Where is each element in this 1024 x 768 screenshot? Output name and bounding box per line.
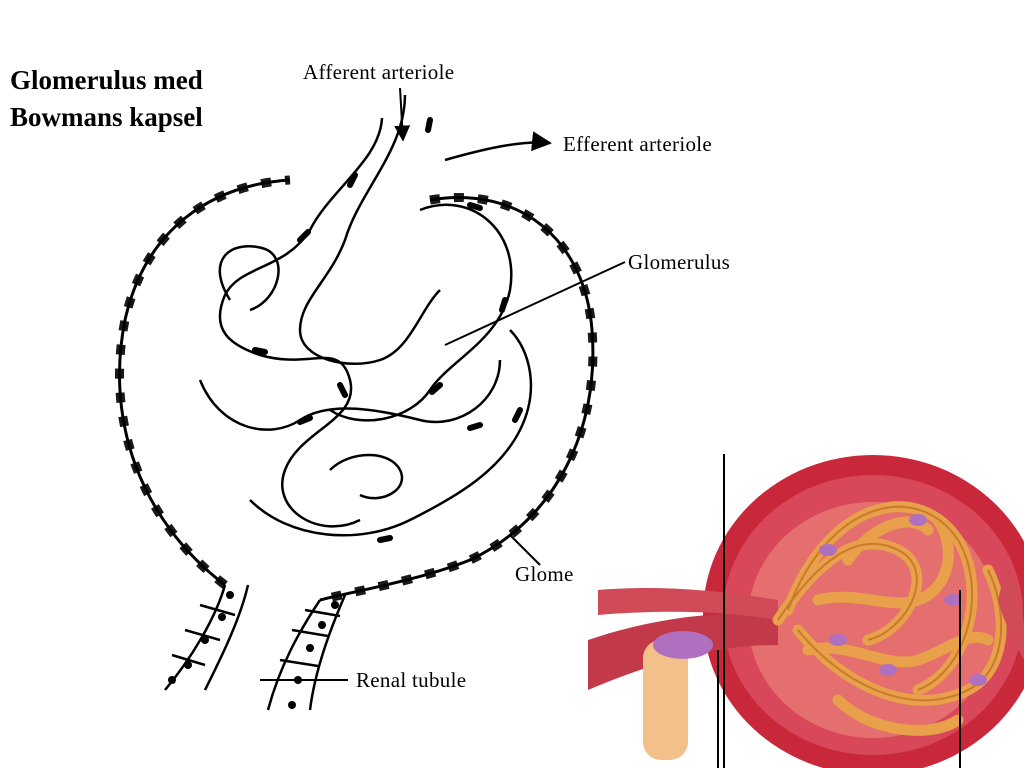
title-line-1: Glomerulus med — [10, 65, 203, 95]
label-efferent-arteriole: Efferent arteriole — [563, 132, 713, 156]
title-line-2: Bowmans kapsel — [10, 102, 203, 132]
label-renal-tubule: Renal tubule — [356, 668, 467, 692]
tubule-cell-nuclei — [168, 591, 339, 709]
capillary-tuft — [198, 94, 552, 537]
slide-title: Glomerulus med Bowmans kapsel — [10, 62, 203, 136]
renal-tubule-walls — [164, 584, 347, 711]
glomerulus-color-illustration — [588, 454, 1024, 768]
label-glome-partial: Glome — [515, 562, 574, 586]
label-glomerulus: Glomerulus — [628, 250, 731, 274]
label-afferent-arteriole: Afferent arteriole — [303, 60, 455, 84]
endothelial-nuclei — [252, 117, 523, 543]
bowmans-capsule — [115, 175, 598, 605]
leader-lines — [260, 87, 626, 681]
